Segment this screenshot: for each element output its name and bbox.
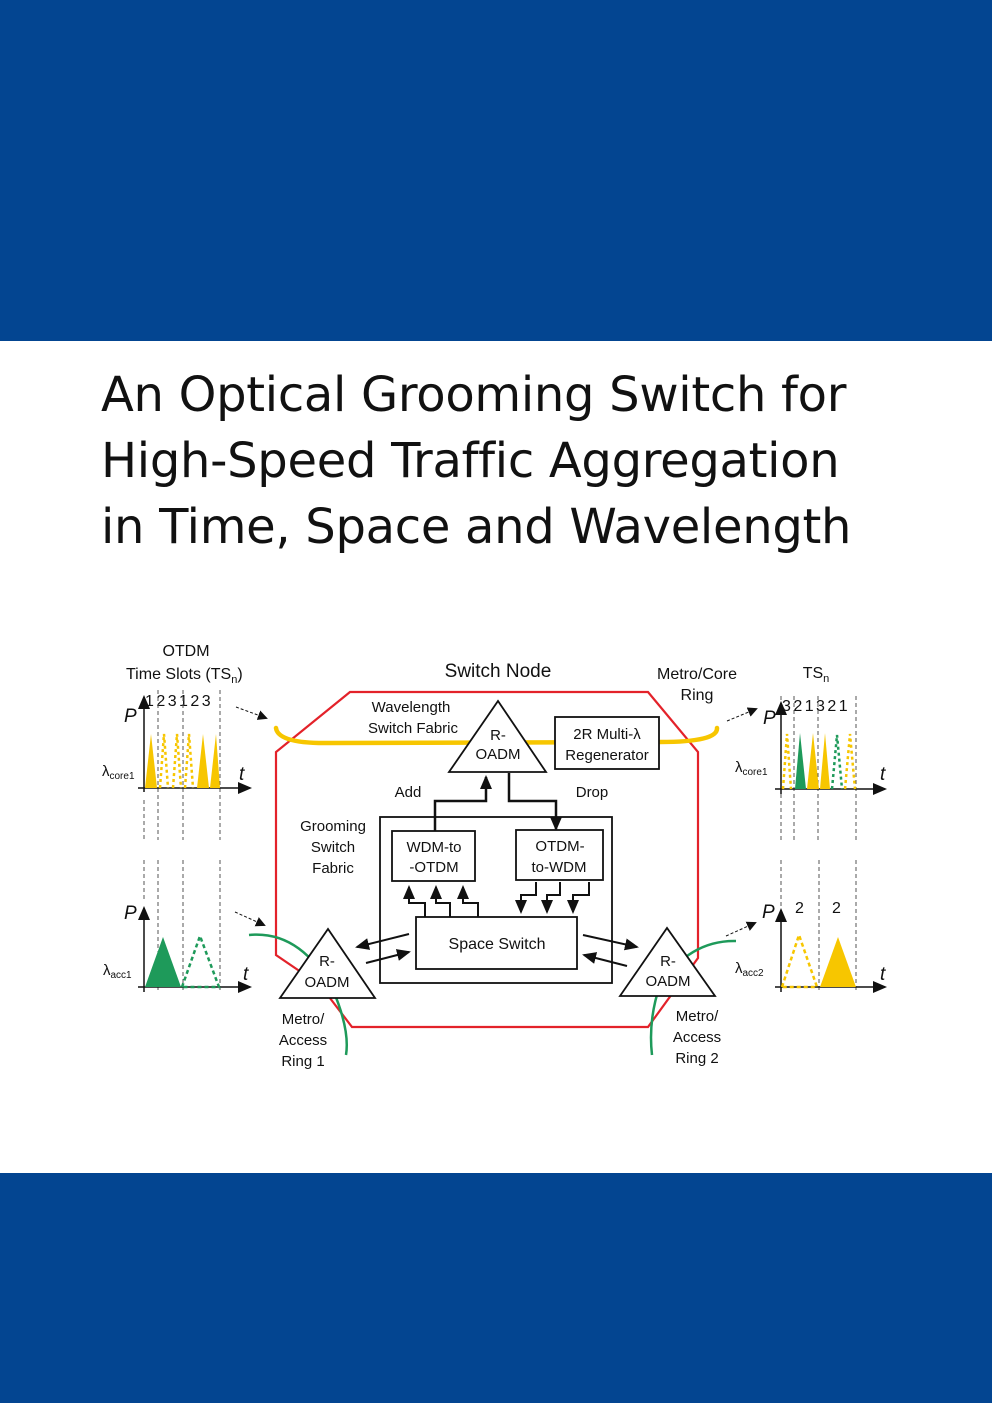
core-p-axis-right: P (763, 708, 776, 729)
svg-text:R-: R- (319, 953, 335, 970)
svg-text:to-WDM: to-WDM (532, 859, 587, 876)
cover-title: An Optical Grooming Switch for High-Spee… (101, 362, 961, 560)
ring2-label-2: Access (673, 1029, 721, 1046)
acc-pulses-left (145, 932, 221, 989)
drop-label: Drop (576, 784, 609, 801)
acc-p-axis-right: P (762, 902, 775, 923)
grooming-switch-fabric-box (379, 816, 613, 984)
core-pulses-right (781, 733, 857, 790)
acc-slot-label-1: 2 (795, 900, 804, 917)
regenerator-box: 2R Multi-λ Regenerator (554, 716, 660, 770)
ring2-label-1: Metro/ (676, 1008, 719, 1025)
title-line-1: An Optical Grooming Switch for (101, 367, 847, 423)
core-t-axis-left: t (239, 764, 245, 785)
wdm-to-otdm-box: WDM-to -OTDM (391, 830, 476, 882)
wavelength-fabric-label-2: Switch Fabric (368, 720, 459, 737)
lambda-acc1: λacc1 (103, 962, 132, 981)
acc-t-axis-right: t (880, 964, 886, 985)
svg-text:OTDM-: OTDM- (535, 838, 584, 855)
bottom-blue-band (0, 1173, 992, 1403)
switch-node: Switch Node Metro/Core Ring Wavelength S… (234, 661, 758, 1070)
otdm-label: OTDM (162, 643, 209, 660)
core-pulses-left (145, 733, 220, 789)
roadm-top: R- OADM (447, 699, 548, 773)
svg-text:Space Switch: Space Switch (449, 936, 546, 953)
slot-numbers-left: 1 2 3 1 2 3 (145, 693, 211, 710)
roadm-right: R- OADM (618, 926, 717, 997)
acc-slot-label-2: 2 (832, 900, 841, 917)
ring1-label-2: Access (279, 1032, 327, 1049)
ring2-label-3: Ring 2 (675, 1050, 718, 1067)
svg-text:OADM: OADM (646, 973, 691, 990)
acc-p-axis-left: P (124, 903, 137, 924)
otdm-to-wdm-box: OTDM- to-WDM (515, 829, 604, 881)
right-timeslot-panel: TSn 3 2 1 3 2 1 P t λcore1 P t 2 (735, 665, 887, 993)
core-t-axis-right: t (880, 764, 886, 785)
ring1-label-1: Metro/ (282, 1011, 325, 1028)
slot-numbers-right: 3 2 1 3 2 1 (782, 698, 848, 715)
optical-grooming-switch-diagram: OTDM Time Slots (TSn) 1 2 3 1 2 3 P t λc… (102, 643, 887, 1070)
wavelength-fabric-label-1: Wavelength (372, 699, 451, 716)
core-p-axis-left: P (124, 706, 137, 727)
switch-node-boundary (274, 690, 700, 1029)
acc-pulses-right (780, 931, 856, 989)
space-switch-box: Space Switch (415, 916, 578, 970)
roadm-left: R- OADM (278, 927, 377, 999)
svg-text:OADM: OADM (476, 746, 521, 763)
lambda-core1-right: λcore1 (735, 759, 768, 778)
slot-dividers-right (780, 696, 857, 990)
space-to-wdm-arrows (403, 885, 479, 917)
svg-text:R-: R- (490, 727, 506, 744)
ts-n-label: TSn (803, 665, 830, 685)
add-label: Add (395, 784, 422, 801)
title-line-3: in Time, Space and Wavelength (101, 499, 852, 555)
svg-text:2R Multi-λ: 2R Multi-λ (573, 726, 641, 743)
grooming-label-2: Switch (311, 839, 355, 856)
lambda-core1-left: λcore1 (102, 763, 135, 782)
left-timeslot-panel: OTDM Time Slots (TSn) 1 2 3 1 2 3 P t λc… (102, 643, 252, 993)
otdm-to-space-arrows (515, 882, 590, 914)
slot-dividers-left (143, 690, 221, 990)
grooming-label-1: Grooming (300, 818, 366, 835)
svg-text:-OTDM: -OTDM (409, 859, 458, 876)
svg-text:OADM: OADM (305, 974, 350, 991)
grooming-label-3: Fabric (312, 860, 354, 877)
metro-core-label-2: Ring (681, 687, 714, 704)
ring1-label-3: Ring 1 (281, 1053, 324, 1070)
title-line-2: High-Speed Traffic Aggregation (101, 433, 840, 489)
acc-t-axis-left: t (243, 964, 249, 985)
metro-core-label-1: Metro/Core (657, 666, 737, 683)
lambda-acc2: λacc2 (735, 960, 764, 979)
switch-node-label: Switch Node (445, 661, 552, 682)
top-blue-band (0, 0, 992, 341)
svg-text:Regenerator: Regenerator (565, 747, 648, 764)
svg-text:WDM-to: WDM-to (407, 839, 462, 856)
time-slots-label: Time Slots (TSn) (126, 666, 243, 686)
svg-text:R-: R- (660, 953, 676, 970)
